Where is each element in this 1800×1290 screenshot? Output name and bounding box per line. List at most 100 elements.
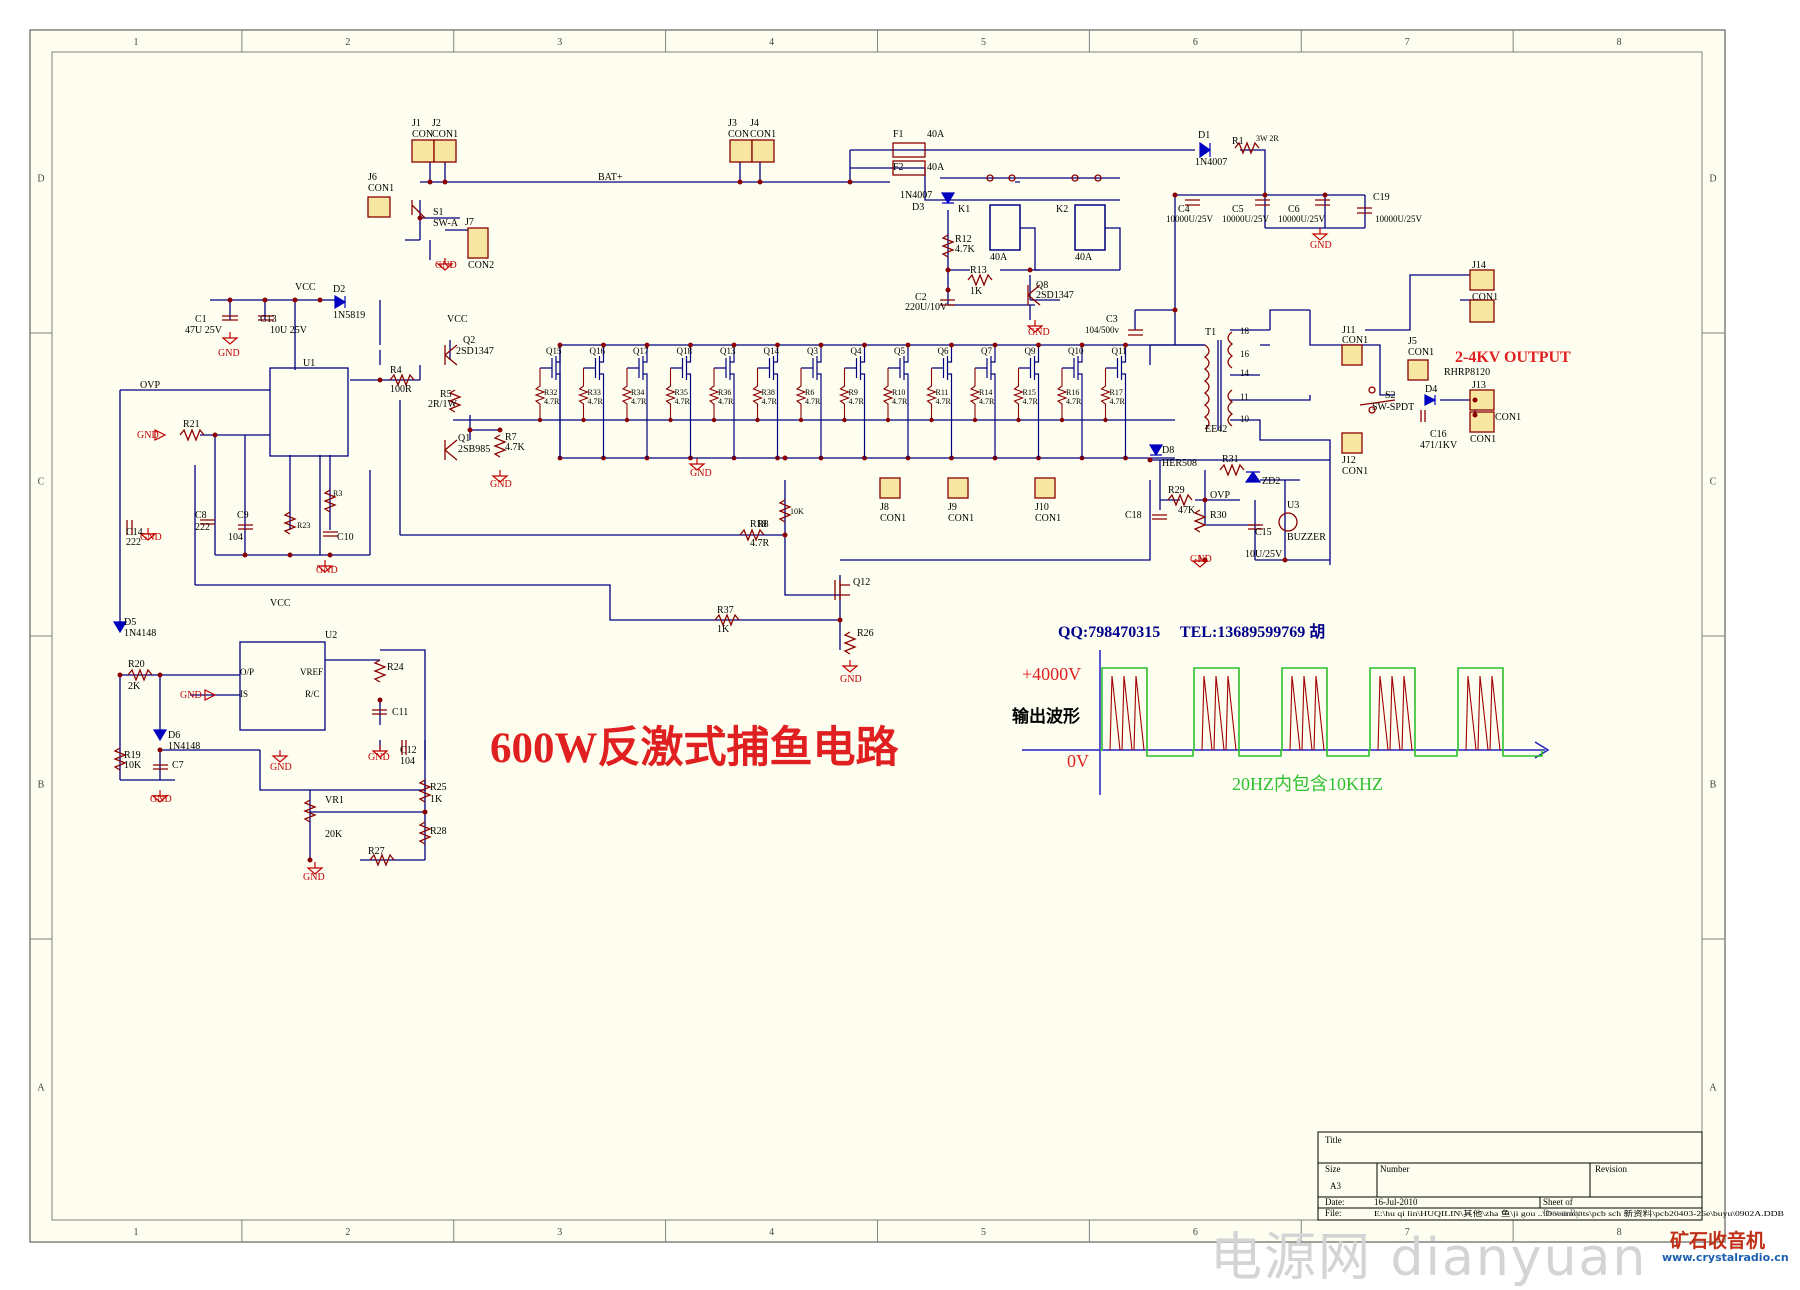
wave-spikes <box>1377 675 1413 751</box>
label-s2: S2 <box>1385 390 1396 401</box>
label-gnd-bus: GND <box>690 468 712 479</box>
res-r1 <box>1234 141 1260 155</box>
tb-file: File: <box>1325 1208 1342 1218</box>
j9-box <box>947 477 969 499</box>
label-r1: R1 <box>1232 136 1244 147</box>
cap-c6 <box>1315 199 1330 206</box>
label-r8: R8 <box>757 519 769 530</box>
label-q2: Q2 <box>463 335 475 346</box>
wave-spikes <box>1465 675 1501 751</box>
cap-c4 <box>1185 199 1200 206</box>
zener-zd2 <box>1244 470 1262 483</box>
label-k1-val: 40A <box>990 252 1008 263</box>
j11-box <box>1341 344 1363 366</box>
label-j6: J6 <box>368 172 377 183</box>
res-r3 <box>323 489 337 513</box>
tb-drawn: Drawn By: <box>1543 1208 1583 1218</box>
t1-primary <box>1203 344 1210 430</box>
label-gnd-c1: GND <box>218 348 240 359</box>
grid-row-left: D <box>37 174 44 185</box>
label-c8v: 222 <box>195 522 210 533</box>
mosfet-label: Q3 <box>807 346 818 356</box>
relay-contact-b <box>1008 174 1016 182</box>
gate-resistor-value: 4.7R <box>718 397 734 406</box>
gate-resistor-label: R16 <box>1066 388 1079 397</box>
gate-resistor-value: 4.7R <box>849 397 865 406</box>
label-c19v: 10000U/25V <box>1375 214 1423 224</box>
label-vr1v: 20K <box>325 829 343 840</box>
diode-d6 <box>152 729 168 742</box>
label-d5: D5 <box>124 617 136 628</box>
mosfet-label: Q18 <box>677 346 693 356</box>
label-j4: J4 <box>750 118 759 129</box>
wave-envelope <box>1100 667 1543 757</box>
label-r24: R24 <box>387 662 404 673</box>
label-r3: R3 <box>333 489 342 498</box>
label-d6v: 1N4148 <box>168 741 200 752</box>
j7-box <box>467 227 489 259</box>
cap-c8 <box>200 519 215 525</box>
tb-number: Number <box>1380 1164 1410 1174</box>
u2-pin-rc: R/C <box>305 689 320 699</box>
label-s2v: SW-SPDT <box>1372 402 1414 413</box>
label-con1-j8: CON1 <box>880 513 906 524</box>
j3-box <box>729 139 753 163</box>
label-r5v: 2R/1W <box>428 399 457 410</box>
grid-col-bottom: 2 <box>345 1227 350 1238</box>
label-c18: C18 <box>1125 510 1142 521</box>
gate-resistor-label: R11 <box>936 388 949 397</box>
j2-box <box>433 139 457 163</box>
res-r27 <box>369 853 395 867</box>
label-r25v: 1K <box>430 794 443 805</box>
gate-resistor-value: 4.7R <box>544 397 560 406</box>
grid-col-top: 6 <box>1193 37 1198 48</box>
bjt-q1 <box>444 439 458 461</box>
label-con1-j14: CON1 <box>1472 292 1498 303</box>
gnd-symbol-c11 <box>371 745 389 758</box>
mosfet-label: Q10 <box>1068 346 1084 356</box>
j6-box <box>367 196 391 218</box>
label-r12v: 4.7K <box>955 244 976 255</box>
u2-pin-vref: VREF <box>300 667 323 677</box>
gate-resistor-label: R10 <box>892 388 905 397</box>
relay-contact-c <box>1071 174 1079 182</box>
label-u1: U1 <box>303 358 315 369</box>
label-r19v: 10K <box>124 760 142 771</box>
label-c6: C6 <box>1288 204 1300 215</box>
diode-d3 <box>940 192 956 205</box>
label-bat: BAT+ <box>598 172 623 183</box>
label-r18: R18 <box>750 519 767 530</box>
gate-resistor-label: R36 <box>718 388 731 397</box>
grid-col-bottom: 7 <box>1405 1227 1410 1238</box>
gate-resistor-label: R9 <box>849 388 858 397</box>
grid-row-left: A <box>37 1083 45 1094</box>
label-r5: R5 <box>440 389 452 400</box>
mosfet-label: Q4 <box>851 346 862 356</box>
label-d1v: 1N4007 <box>1195 157 1227 168</box>
gate-resistor-label: R6 <box>805 388 814 397</box>
label-q1: Q1 <box>458 433 470 444</box>
label-con2: CON2 <box>468 260 494 271</box>
cap-c12 <box>401 740 407 755</box>
t1-secondary <box>1227 331 1234 427</box>
grid-row-right: C <box>1710 477 1717 488</box>
cap-c13 <box>258 315 274 321</box>
label-c6v: 10000U/25V <box>1278 214 1326 224</box>
wave-trace <box>1100 667 1543 757</box>
label-con1-j2: CON1 <box>432 129 458 140</box>
label-r1v: 3W 2R <box>1256 134 1279 143</box>
label-j5: J5 <box>1408 336 1417 347</box>
cap-c18 <box>1152 514 1167 520</box>
label-r7v: 4.7K <box>505 442 526 453</box>
gate-resistor-label: R17 <box>1110 388 1123 397</box>
label-ovp: OVP <box>140 380 160 391</box>
label-gnd-d6: GND <box>150 794 172 805</box>
u2-pin-is: IS <box>240 689 248 699</box>
res-r29 <box>1167 493 1193 507</box>
label-c12v: 104 <box>400 756 415 767</box>
fuse-f2 <box>892 160 926 176</box>
diodes <box>112 141 1437 742</box>
tb-size: Size <box>1325 1164 1341 1174</box>
